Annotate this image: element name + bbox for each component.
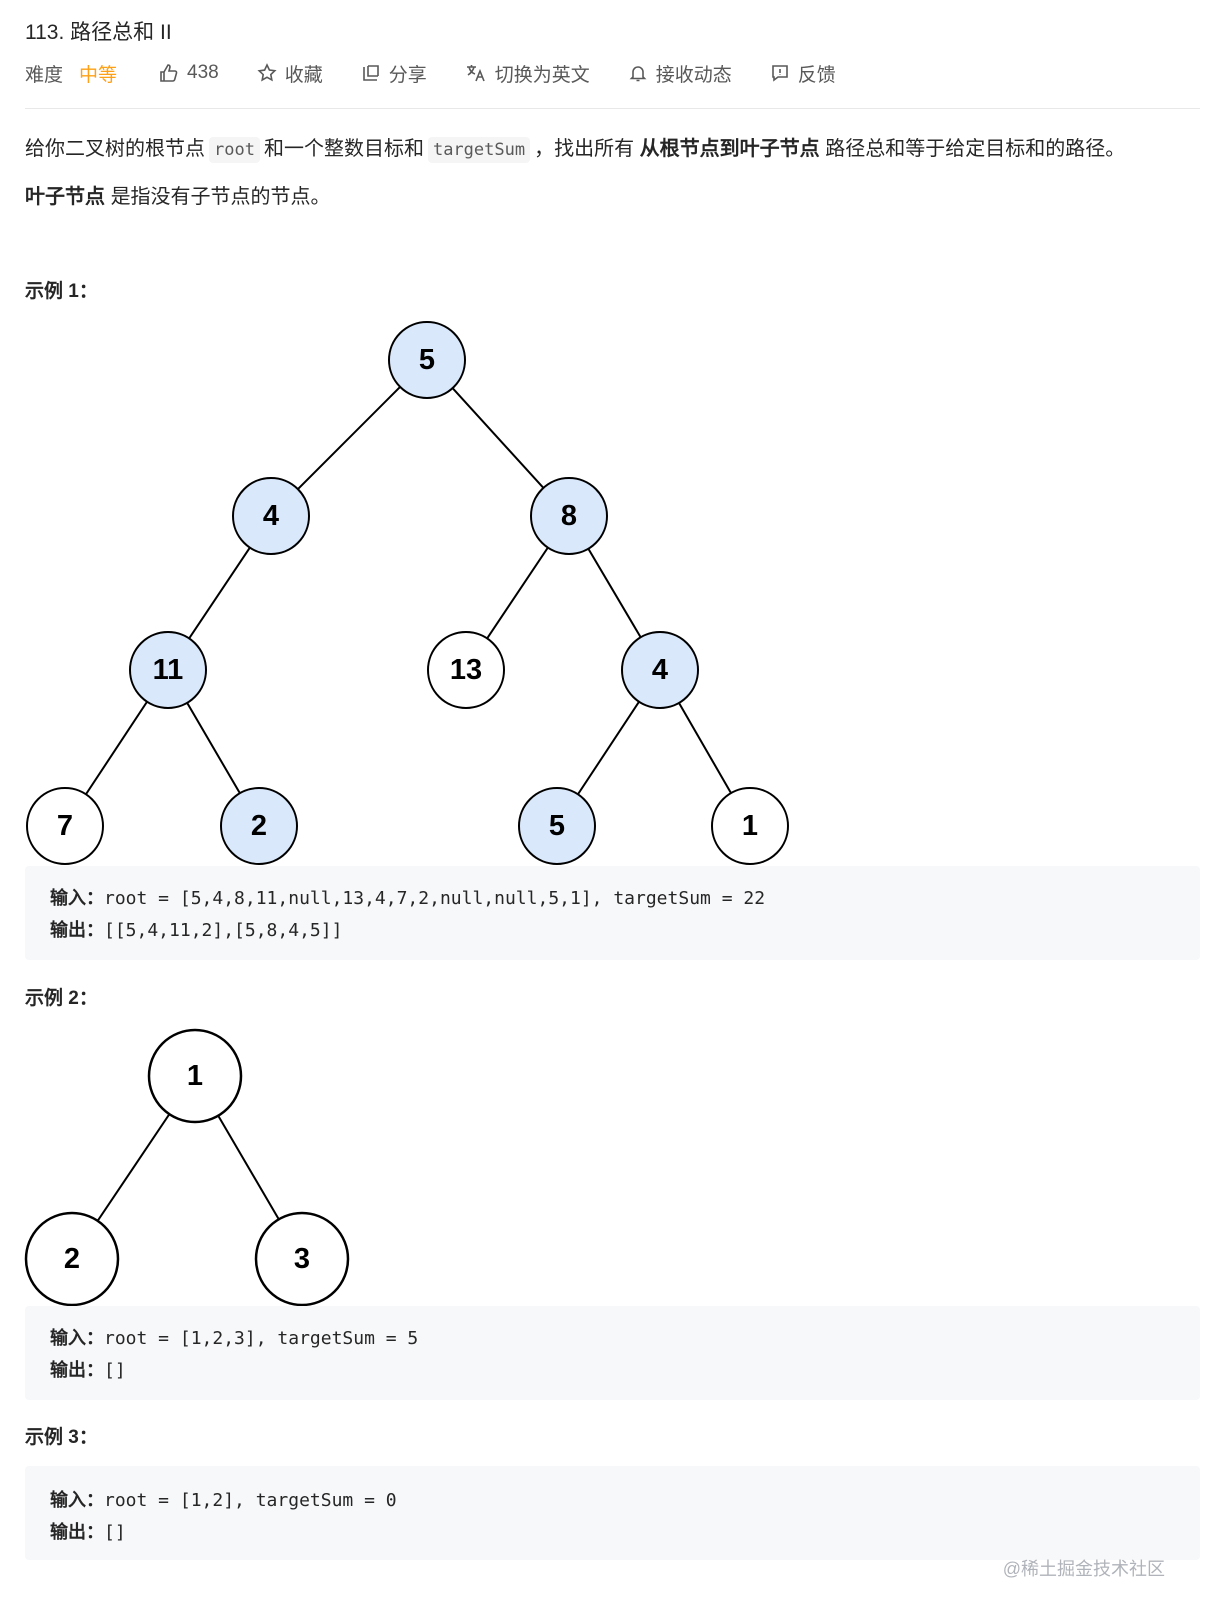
tree-node xyxy=(129,631,207,709)
tree-node-label: 13 xyxy=(450,654,482,686)
example-3-code-block: 输入：root = [1,2], targetSum = 0 输出：[] xyxy=(25,1466,1200,1560)
description-text: 给你二叉树的根节点 xyxy=(25,138,205,160)
tree-node xyxy=(232,477,310,555)
description-text: 是指没有子节点的节点。 xyxy=(110,186,331,208)
tree-node xyxy=(518,787,596,865)
switch-language-label: 切换为英文 xyxy=(494,64,590,86)
switch-language-button[interactable]: 切换为英文 xyxy=(465,60,590,87)
feedback-button[interactable]: 反馈 xyxy=(770,60,836,87)
tree-node-label: 5 xyxy=(419,344,435,376)
example-1-code-block: 输入：root = [5,4,8,11,null,13,4,7,2,null,n… xyxy=(25,866,1200,960)
tree-node-label: 11 xyxy=(153,654,184,686)
example-3-input-line: 输入：root = [1,2], targetSum = 0 xyxy=(50,1486,397,1512)
tree-node xyxy=(26,787,104,865)
output-label: 输出： xyxy=(50,920,104,941)
output-label: 输出： xyxy=(50,1522,104,1543)
tree-node-label: 1 xyxy=(742,810,758,842)
tree-node xyxy=(621,631,699,709)
tree-node xyxy=(254,1211,350,1307)
output-value: [] xyxy=(104,1360,126,1381)
description-paragraph-2: 叶子节点 是指没有子节点的节点。 xyxy=(25,180,331,209)
bold-leaf-node: 叶子节点 xyxy=(25,186,105,208)
example-2-tree-diagram: 1 2 3 xyxy=(24,1028,350,1307)
difficulty-label: 难度 xyxy=(25,64,64,86)
inline-code-targetsum: targetSum xyxy=(427,137,531,163)
example-2-title: 示例 2： xyxy=(25,988,98,1009)
tree-node-label: 4 xyxy=(652,654,668,686)
favorite-button[interactable]: 收藏 xyxy=(257,60,323,87)
tree-node-label: 7 xyxy=(57,810,73,842)
header-divider xyxy=(25,108,1200,109)
input-label: 输入： xyxy=(50,1328,104,1349)
bell-icon xyxy=(629,66,647,82)
description-text: 和一个整数目标和 xyxy=(263,138,424,160)
tree-node-label: 8 xyxy=(561,500,577,532)
tree-node xyxy=(24,1211,120,1307)
thumbs-up-icon xyxy=(160,64,178,82)
watermark: @稀土掘金技术社区 xyxy=(1002,1559,1165,1579)
example-1-input-line: 输入：root = [5,4,8,11,null,13,4,7,2,null,n… xyxy=(50,884,765,910)
output-label: 输出： xyxy=(50,1360,104,1381)
problem-meta-bar: 难度 中等 438 收藏 分享 切换为英文 接收动态 反馈 xyxy=(25,58,874,88)
input-value: root = [5,4,8,11,null,13,4,7,2,null,null… xyxy=(104,888,766,909)
tree-node-label: 2 xyxy=(64,1243,80,1275)
star-icon xyxy=(257,63,277,82)
tree-node xyxy=(220,787,298,865)
tree-node-label: 3 xyxy=(294,1243,310,1275)
feedback-icon xyxy=(771,65,788,82)
tree-node-label: 1 xyxy=(187,1060,203,1092)
description-text: 路径总和等于给定目标和的路径。 xyxy=(825,138,1126,160)
example-1-title: 示例 1： xyxy=(25,281,98,302)
share-label: 分享 xyxy=(388,64,427,86)
subscribe-button[interactable]: 接收动态 xyxy=(628,60,732,87)
translate-icon xyxy=(466,65,485,82)
example-2-output-line: 输出：[] xyxy=(50,1356,126,1382)
tree-node xyxy=(388,321,466,399)
tree-node-label: 4 xyxy=(263,500,279,532)
tree-node xyxy=(147,1028,243,1124)
feedback-label: 反馈 xyxy=(797,64,836,86)
inline-code-root: root xyxy=(209,137,260,163)
favorite-label: 收藏 xyxy=(284,64,323,86)
like-count: 438 xyxy=(187,62,219,83)
tree-node xyxy=(427,631,505,709)
bold-root-to-leaf: 从根节点到叶子节点 xyxy=(639,138,820,160)
like-button[interactable]: 438 xyxy=(159,62,219,84)
example-3-title: 示例 3： xyxy=(25,1427,98,1448)
example-3-output-line: 输出：[] xyxy=(50,1518,126,1544)
tree-node-label: 5 xyxy=(549,810,565,842)
input-label: 输入： xyxy=(50,1490,104,1511)
problem-title: 113. 路径总和 II xyxy=(25,21,172,44)
example-2-input-line: 输入：root = [1,2,3], targetSum = 5 xyxy=(50,1324,418,1350)
output-value: [] xyxy=(104,1522,126,1543)
tree-node-label: 2 xyxy=(251,810,267,842)
input-value: root = [1,2], targetSum = 0 xyxy=(104,1490,397,1511)
tree-node xyxy=(530,477,608,555)
share-icon xyxy=(362,65,379,81)
input-label: 输入： xyxy=(50,888,104,909)
output-value: [[5,4,11,2],[5,8,4,5]] xyxy=(104,920,343,941)
subscribe-label: 接收动态 xyxy=(655,64,732,86)
example-1-tree-diagram: 5 4 8 11 13 4 7 2 5 1 xyxy=(26,321,789,865)
example-2-code-block: 输入：root = [1,2,3], targetSum = 5 输出：[] xyxy=(25,1306,1200,1400)
share-button[interactable]: 分享 xyxy=(361,60,427,87)
example-1-output-line: 输出：[[5,4,11,2],[5,8,4,5]] xyxy=(50,916,342,942)
description-text: ，找出所有 xyxy=(534,138,635,160)
difficulty-badge: 中等 xyxy=(79,64,118,86)
tree-node xyxy=(711,787,789,865)
input-value: root = [1,2,3], targetSum = 5 xyxy=(104,1328,419,1349)
